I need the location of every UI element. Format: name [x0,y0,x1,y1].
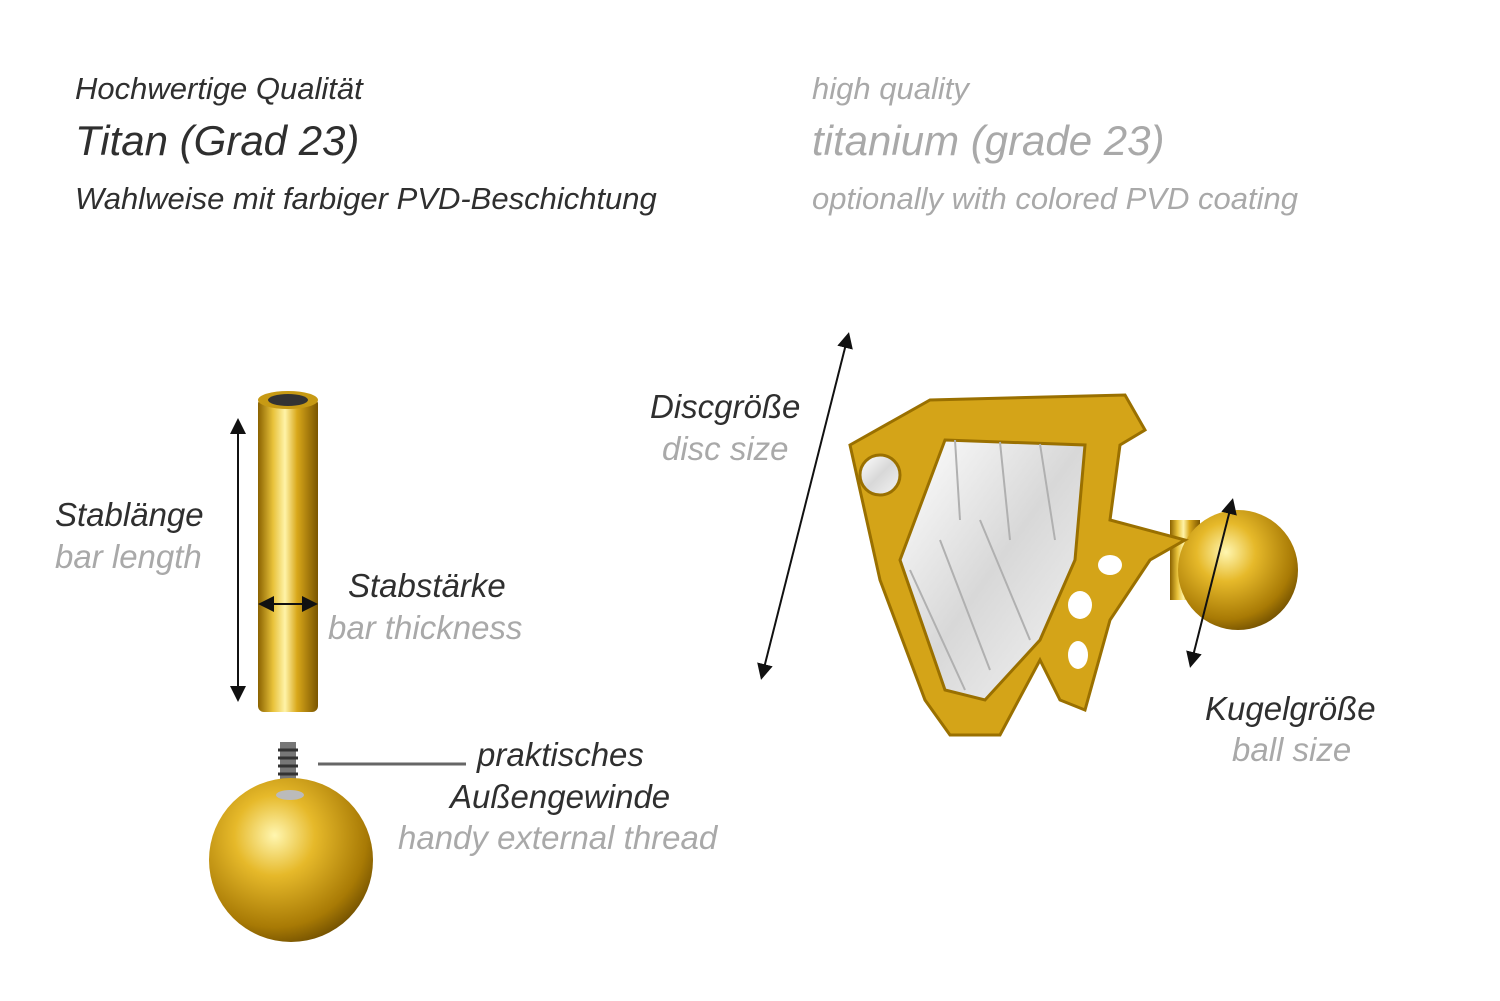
fish-disc [848,393,1298,737]
bar-thickness-label-en: bar thickness [328,609,523,646]
header-en-line2: titanium (grade 23) [812,117,1165,164]
disc-size-label-en: disc size [662,430,789,467]
bar-thickness-label: Stabstärke [348,567,506,604]
header-de-line1: Hochwertige Qualität [75,71,363,106]
thread-label-en: handy external thread [398,819,718,856]
thread-label-line1: praktisches [477,736,644,773]
bar-length-label-en: bar length [55,538,202,575]
ball-size-label: Kugelgröße [1205,690,1376,727]
disc-size-label: Discgröße [650,388,801,425]
thread-label-line2: Außengewinde [450,778,671,815]
disc-size-arrow [757,332,853,680]
ball-size-label-en: ball size [1232,731,1352,768]
header-en-line1: high quality [812,71,969,106]
header-en-line3: optionally with colored PVD coating [812,181,1298,216]
header-de-line3: Wahlweise mit farbiger PVD-Beschichtung [75,181,657,216]
bar-length-label: Stablänge [55,496,204,533]
bar [258,391,318,712]
ball-size-arrow [1186,498,1237,668]
threaded-ball [209,742,373,942]
header-de-line2: Titan (Grad 23) [75,117,360,164]
